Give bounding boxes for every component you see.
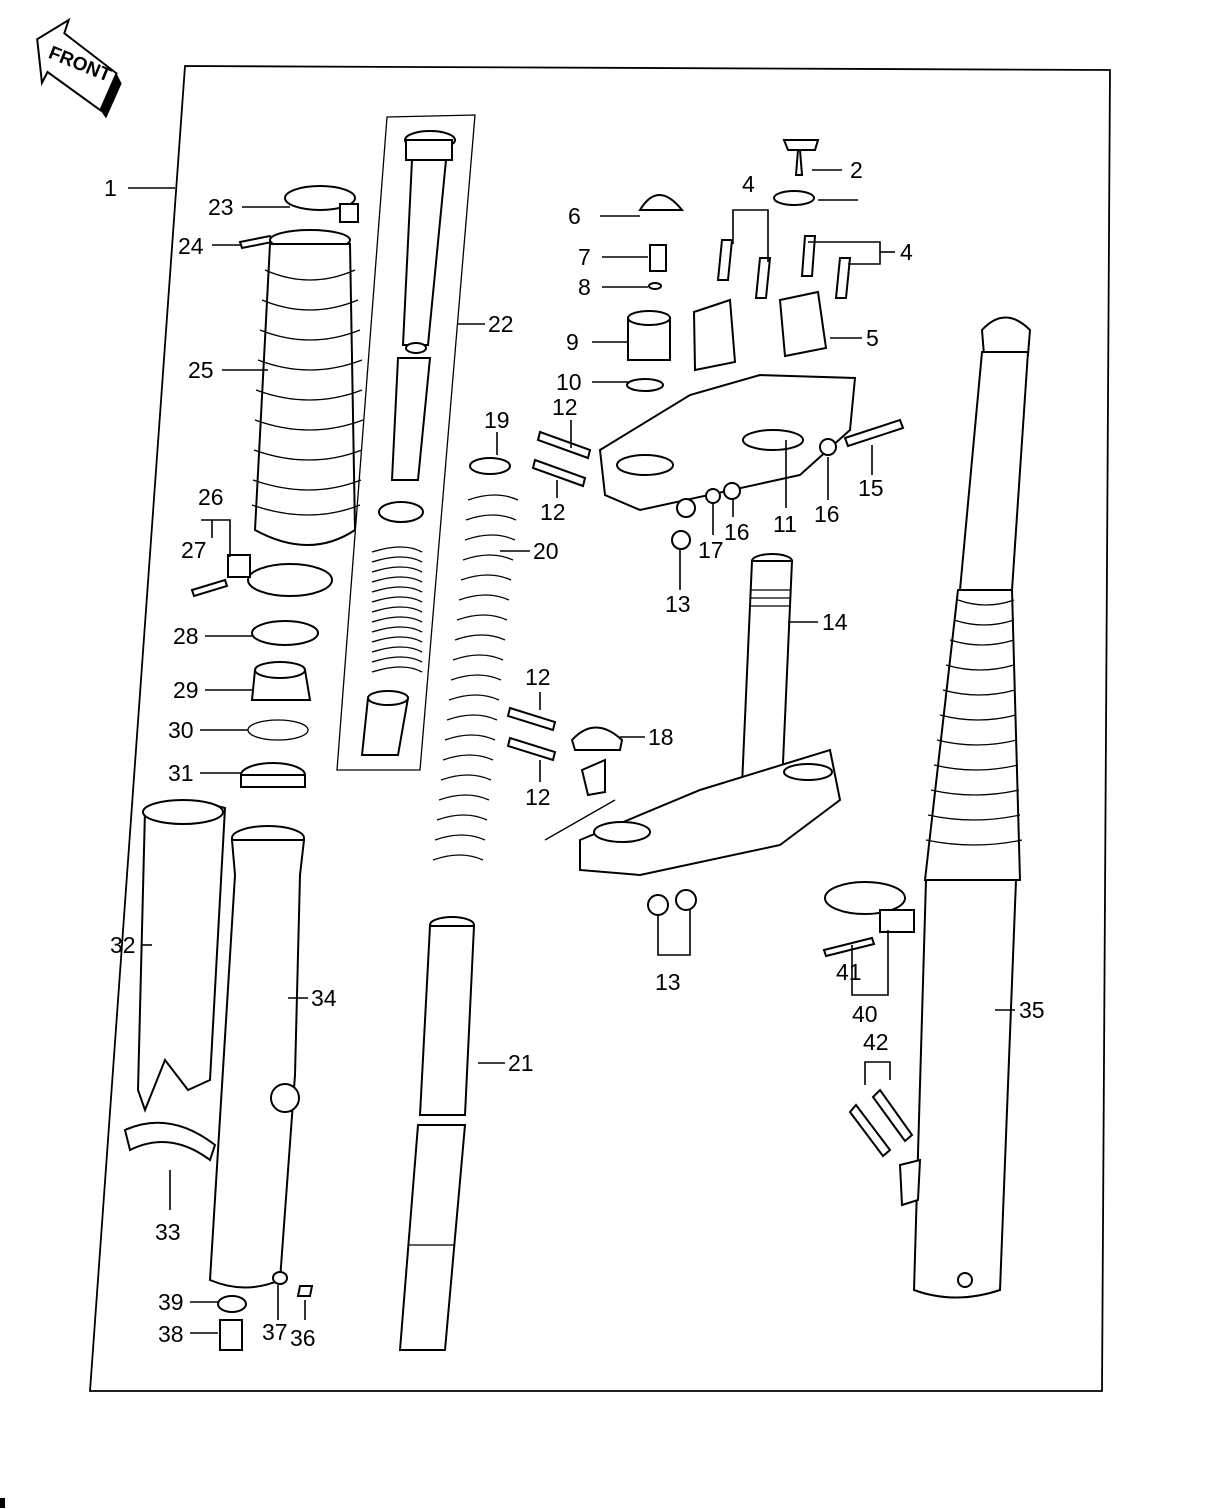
callout-7: 7 xyxy=(578,244,591,270)
callout-2: 2 xyxy=(850,157,863,183)
callout-16-b: 16 xyxy=(814,501,840,527)
callout-10: 10 xyxy=(556,369,582,395)
callout-25: 25 xyxy=(188,357,214,383)
damper-rod-assembly xyxy=(360,130,456,756)
callout-17: 17 xyxy=(698,537,724,563)
callout-6: 6 xyxy=(568,203,581,229)
callout-39: 39 xyxy=(158,1289,184,1315)
callout-38: 38 xyxy=(158,1321,184,1347)
callout-40: 40 xyxy=(852,1001,878,1027)
right-fork-leg xyxy=(822,316,1032,1299)
callout-16-a: 16 xyxy=(724,519,750,545)
callout-37: 37 xyxy=(262,1319,288,1345)
callout-labels: 1 2 4 4 5 6 7 8 9 10 11 12 12 12 12 13 1… xyxy=(104,157,1045,1351)
callout-34: 34 xyxy=(311,985,337,1011)
callout-29: 29 xyxy=(173,677,199,703)
callout-12-middle: 12 xyxy=(540,499,566,525)
callout-8: 8 xyxy=(578,274,591,300)
callout-15: 15 xyxy=(858,475,884,501)
dust-boot-left xyxy=(251,229,364,546)
corner-mark xyxy=(0,1498,5,1508)
callout-42: 42 xyxy=(863,1029,889,1055)
callout-12-lower-bottom: 12 xyxy=(525,784,551,810)
callout-18: 18 xyxy=(648,724,674,750)
callout-20: 20 xyxy=(533,538,559,564)
callout-31: 31 xyxy=(168,760,194,786)
callout-11: 11 xyxy=(773,511,797,537)
callout-9: 9 xyxy=(566,329,579,355)
callout-35: 35 xyxy=(1019,997,1045,1023)
callout-24: 24 xyxy=(178,233,204,259)
callout-14: 14 xyxy=(822,609,848,635)
rebound-spring xyxy=(371,546,423,673)
callout-19: 19 xyxy=(484,407,510,433)
callout-22: 22 xyxy=(488,311,514,337)
callout-36: 36 xyxy=(290,1325,316,1351)
callout-12-upper: 12 xyxy=(552,394,578,420)
damper-kit-box xyxy=(336,114,476,771)
fork-spring-and-inner-tube xyxy=(398,457,519,1351)
callout-32: 32 xyxy=(110,932,136,958)
callout-27: 27 xyxy=(181,537,207,563)
steering-stem-assembly xyxy=(506,139,905,916)
callout-41: 41 xyxy=(836,959,862,985)
assembly-frame xyxy=(89,65,1111,1392)
callout-4b: 4 xyxy=(900,239,913,265)
callout-26: 26 xyxy=(198,484,224,510)
callout-28: 28 xyxy=(173,623,199,649)
callout-33: 33 xyxy=(155,1219,181,1245)
callout-4a: 4 xyxy=(742,171,755,197)
callout-30: 30 xyxy=(168,717,194,743)
left-fork-leg xyxy=(123,185,364,1351)
callout-23: 23 xyxy=(208,194,234,220)
callout-1: 1 xyxy=(104,175,117,201)
leader-lines xyxy=(128,169,1015,1334)
callout-12-lower-top: 12 xyxy=(525,664,551,690)
callout-21: 21 xyxy=(508,1050,534,1076)
callout-13-lower: 13 xyxy=(655,969,681,995)
callout-5: 5 xyxy=(866,325,879,351)
callout-13-upper: 13 xyxy=(665,591,691,617)
front-direction-arrow-icon: FRONT xyxy=(36,17,122,119)
